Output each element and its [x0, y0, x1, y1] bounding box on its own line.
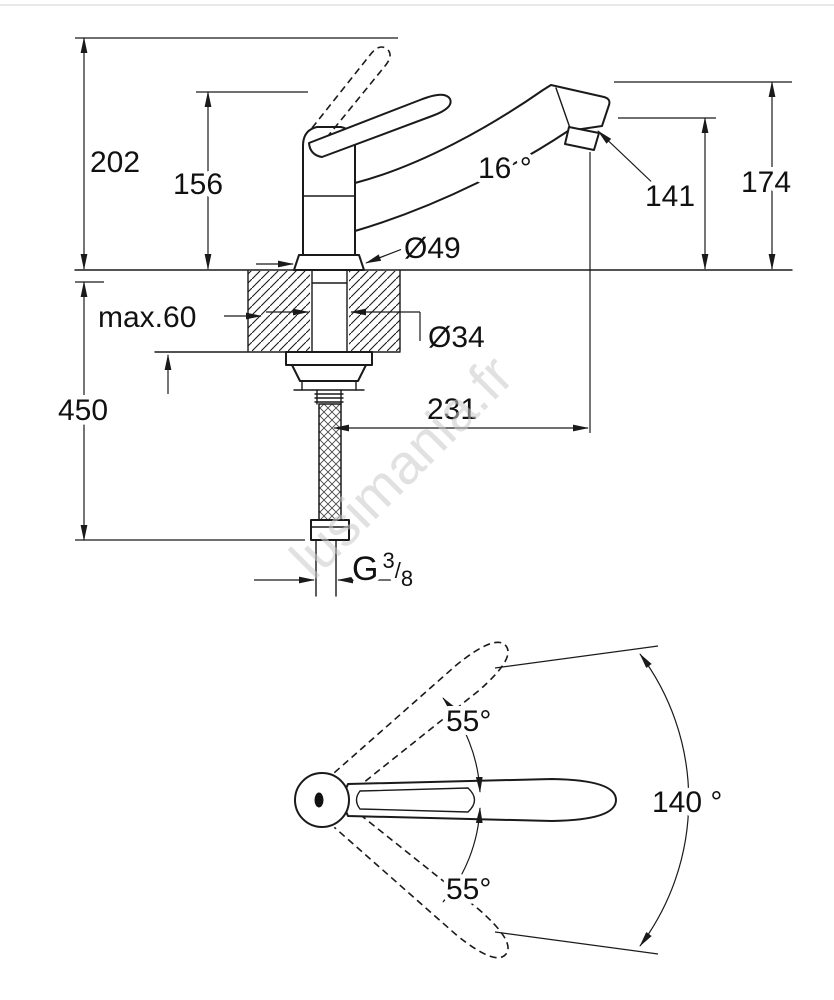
label-swivel-lower: 55° — [446, 873, 491, 906]
faucet-base — [293, 254, 365, 271]
mounting-cone — [291, 364, 367, 382]
handle-pivot-dot — [314, 792, 324, 808]
ext-swivel-lower — [494, 931, 659, 955]
label-dim-450: 450 — [58, 394, 108, 427]
handle-lever — [308, 93, 452, 158]
faucet-spout — [354, 84, 611, 232]
arc-swivel-lower — [442, 807, 483, 903]
mounting-plate — [285, 351, 373, 366]
label-dim-174: 174 — [741, 166, 791, 199]
arc-swivel-total — [639, 653, 690, 947]
label-shaft-diameter: Ø34 — [428, 321, 485, 354]
label-spout-angle: 16 ° — [478, 152, 532, 185]
thread-numerator: 3 — [382, 548, 394, 573]
side-view-dimensions: 202 156 174 141 16 ° Ø49 max.60 Ø34 450 … — [54, 37, 796, 596]
thread-prefix: G — [352, 550, 378, 588]
arc-swivel-upper — [442, 697, 483, 793]
handle-top-view: 55° 55° 140 ° — [294, 641, 727, 959]
counter-hatch-left — [248, 271, 310, 351]
hose-nut — [310, 519, 350, 541]
label-max-deck-thickness: max.60 — [98, 301, 196, 334]
label-dim-141: 141 — [645, 180, 695, 213]
leader-spout-angle — [597, 130, 659, 189]
label-swivel-upper: 55° — [446, 705, 491, 738]
handle-lever-raised-dashed — [311, 46, 391, 137]
aerator — [564, 126, 600, 151]
thread-denominator: 8 — [401, 566, 413, 591]
faucet-side-view — [74, 46, 793, 597]
handle-position-lower-dashed — [333, 806, 509, 959]
label-base-diameter: Ø49 — [404, 232, 461, 265]
ext-swivel-upper — [494, 645, 659, 669]
leader-base-dia — [365, 245, 411, 264]
spout-outlet-seam — [555, 87, 571, 129]
label-dim-156: 156 — [173, 168, 223, 201]
counter-hatch-right — [349, 271, 400, 351]
label-dim-231: 231 — [427, 393, 477, 426]
label-swivel-total: 140 ° — [652, 786, 722, 819]
handle-position-upper-dashed — [333, 641, 509, 794]
label-dim-202: 202 — [90, 146, 140, 179]
